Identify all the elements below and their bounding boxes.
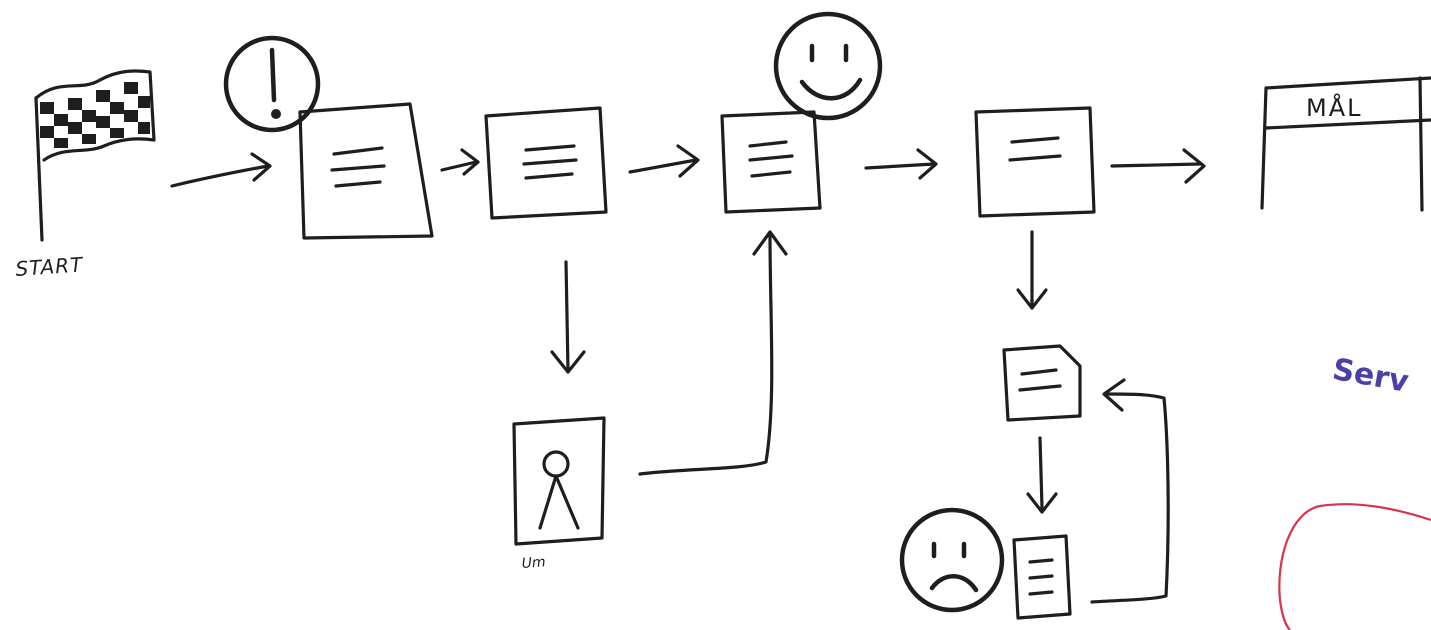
- exclamation-icon: [223, 35, 321, 133]
- sad-document: [1012, 534, 1072, 620]
- document-icon: [1018, 368, 1062, 392]
- arrow-icon: [1016, 230, 1048, 310]
- smiley-happy-icon: [773, 11, 883, 121]
- start-flag: START: [15, 69, 156, 281]
- goal-label: MÅL: [1306, 93, 1363, 122]
- person-caption: Um: [521, 554, 546, 572]
- document-icon: [1028, 558, 1054, 596]
- step-1-document: [298, 102, 434, 240]
- document-icon: [522, 144, 578, 180]
- goal-gate-icon: MÅL: [1260, 76, 1431, 212]
- person-card: Um: [512, 416, 606, 572]
- step-4-document: [974, 106, 1096, 218]
- start-label: START: [15, 252, 85, 281]
- checkered-flag-icon: [34, 69, 156, 242]
- smiley-sad-icon: [899, 507, 1005, 613]
- document-icon: [1008, 136, 1062, 162]
- arrow-icon: [1090, 378, 1170, 604]
- arrow-icon: [864, 148, 938, 180]
- document-icon: [330, 146, 386, 188]
- person-icon: [538, 450, 580, 530]
- arrow-icon: [628, 144, 700, 178]
- sub-document: [1002, 344, 1082, 422]
- arrow-icon: [1110, 148, 1206, 184]
- arrow-icon: [550, 260, 586, 374]
- arrow-icon: [170, 152, 272, 188]
- arrow-icon: [638, 230, 788, 476]
- arrow-icon: [1026, 436, 1058, 514]
- step-3-document: [720, 110, 822, 214]
- arrow-icon: [440, 148, 480, 176]
- document-icon: [748, 140, 794, 178]
- accent-outline: [1278, 503, 1431, 630]
- step-2-document: [484, 106, 608, 220]
